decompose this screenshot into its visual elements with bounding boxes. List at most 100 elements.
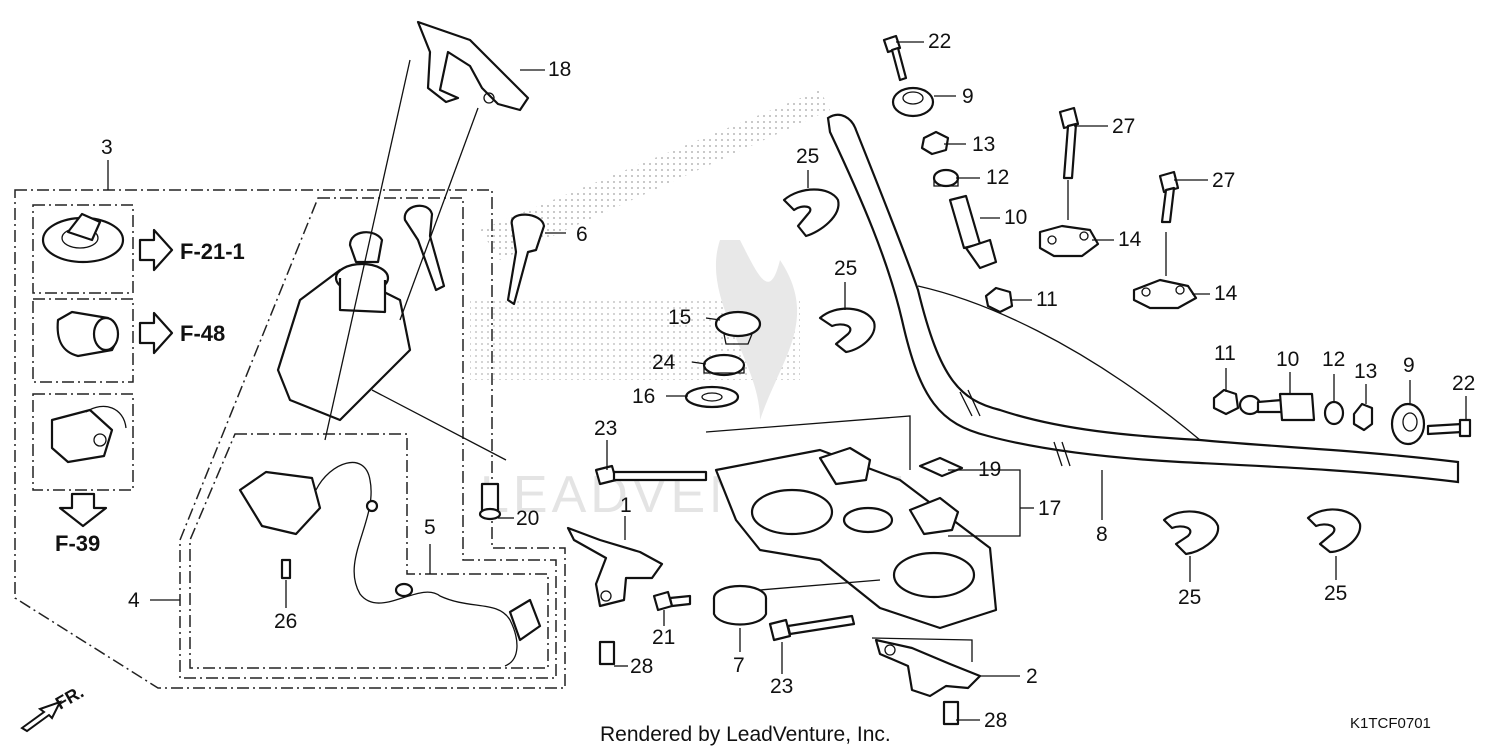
callout-23: 23 <box>770 675 793 698</box>
ref-arrow-1 <box>138 228 174 272</box>
bolt-part-21 <box>652 590 692 612</box>
callout-12: 12 <box>986 166 1009 189</box>
callout-26: 26 <box>274 610 297 633</box>
bracket-part-1 <box>566 526 664 608</box>
seat-lock-part <box>50 405 127 464</box>
cap-part-15 <box>714 310 762 345</box>
leader-7 <box>759 579 881 591</box>
front-direction-arrow <box>20 700 62 733</box>
nut-part-11b <box>1212 388 1240 416</box>
bolt-part-22a <box>882 34 908 82</box>
bolt-part-22b <box>1426 418 1472 438</box>
callout-11: 11 <box>1214 342 1236 365</box>
holder-part-14b <box>1132 278 1198 310</box>
callout-14: 14 <box>1214 282 1238 305</box>
callout-4: 4 <box>128 589 140 612</box>
callout-10: 10 <box>1276 348 1299 371</box>
bracket-part-18 <box>416 20 530 112</box>
callout-6: 6 <box>576 223 588 246</box>
callout-15: 15 <box>668 306 691 329</box>
ref-box-lock <box>32 298 134 383</box>
nut-part-12b <box>1323 400 1345 426</box>
screw-part-28a <box>598 640 616 666</box>
band-part-25d <box>1306 508 1362 554</box>
bolt-part-23a <box>594 464 708 486</box>
leader-20 <box>371 389 507 461</box>
ref-box-fuel-cap <box>32 204 134 294</box>
bolt-part-27b <box>1158 170 1180 224</box>
callout-22: 22 <box>928 30 951 53</box>
reference-f-48[interactable]: F-48 <box>180 321 225 346</box>
rod-part-10a <box>948 194 998 270</box>
diagram-code: K1TCF0701 <box>1350 715 1431 732</box>
ref-box-seat-lock <box>32 393 134 491</box>
key-part-6 <box>506 213 546 306</box>
callout-11: 11 <box>1036 288 1058 311</box>
bracket-part-2 <box>874 638 982 698</box>
callout-13: 13 <box>972 133 995 156</box>
reference-f-39[interactable]: F-39 <box>55 531 100 556</box>
weight-part-9b <box>1390 402 1426 446</box>
callout-2: 2 <box>1026 665 1038 688</box>
lock-cylinder-part <box>56 310 120 358</box>
holder-part-14a <box>1038 224 1100 258</box>
reference-f-21-1[interactable]: F-21-1 <box>180 239 245 264</box>
leader-lines <box>107 41 1467 721</box>
callout-25: 25 <box>1324 582 1347 605</box>
callout-27: 27 <box>1112 115 1135 138</box>
callout-27: 27 <box>1212 169 1235 192</box>
band-part-25a <box>782 188 840 238</box>
callout-18: 18 <box>548 58 571 81</box>
callout-17: 17 <box>1038 497 1061 520</box>
footer-credit: Rendered by LeadVenture, Inc. <box>600 723 891 746</box>
harness-switch-part <box>238 461 542 667</box>
callout-3: 3 <box>101 136 113 159</box>
nut-part-12a <box>932 168 960 188</box>
leader-18-right <box>399 107 479 321</box>
rod-part-10b <box>1238 392 1316 422</box>
callout-25: 25 <box>1178 586 1201 609</box>
leader-16 <box>705 415 911 470</box>
ref-arrow-3 <box>58 492 108 528</box>
assembly-box-inner <box>179 197 557 679</box>
callout-22: 22 <box>1452 372 1475 395</box>
callout-25: 25 <box>796 145 819 168</box>
leader-18-left <box>324 59 411 441</box>
nut-part-24 <box>702 353 746 377</box>
assembly-box-4 <box>189 433 549 669</box>
callout-7: 7 <box>733 654 745 677</box>
nut-part-13b <box>1352 402 1374 432</box>
callout-5: 5 <box>424 516 436 539</box>
callout-14: 14 <box>1118 228 1142 251</box>
screw-part-28b <box>942 700 960 726</box>
callout-28: 28 <box>984 709 1007 732</box>
fuel-cap-part <box>41 212 125 264</box>
bolt-part-27a <box>1058 106 1080 180</box>
ignition-switch-part <box>276 204 446 422</box>
top-bridge-part <box>714 446 998 630</box>
washer-part-16 <box>684 385 740 409</box>
callout-19: 19 <box>978 458 1001 481</box>
callout-24: 24 <box>652 351 676 374</box>
band-part-25b <box>818 307 876 354</box>
nut-part-13a <box>920 130 950 156</box>
callout-25: 25 <box>834 257 857 280</box>
callout-12: 12 <box>1322 348 1345 371</box>
pad-part-19 <box>918 456 964 478</box>
weight-part-9a <box>891 86 935 118</box>
collar-part-7 <box>712 584 768 626</box>
handlebar-part <box>826 113 1460 484</box>
screw-part-26 <box>280 558 292 580</box>
callout-20: 20 <box>516 507 539 530</box>
bolt-part-23b <box>768 614 856 642</box>
callout-23: 23 <box>594 417 617 440</box>
callout-9: 9 <box>962 85 974 108</box>
nut-part-11a <box>984 286 1014 314</box>
assembly-box-3 <box>14 189 566 689</box>
callout-9: 9 <box>1403 354 1415 377</box>
leader-2 <box>871 637 973 662</box>
callout-8: 8 <box>1096 523 1108 546</box>
ref-arrow-2 <box>138 311 174 355</box>
callout-16: 16 <box>632 385 655 408</box>
